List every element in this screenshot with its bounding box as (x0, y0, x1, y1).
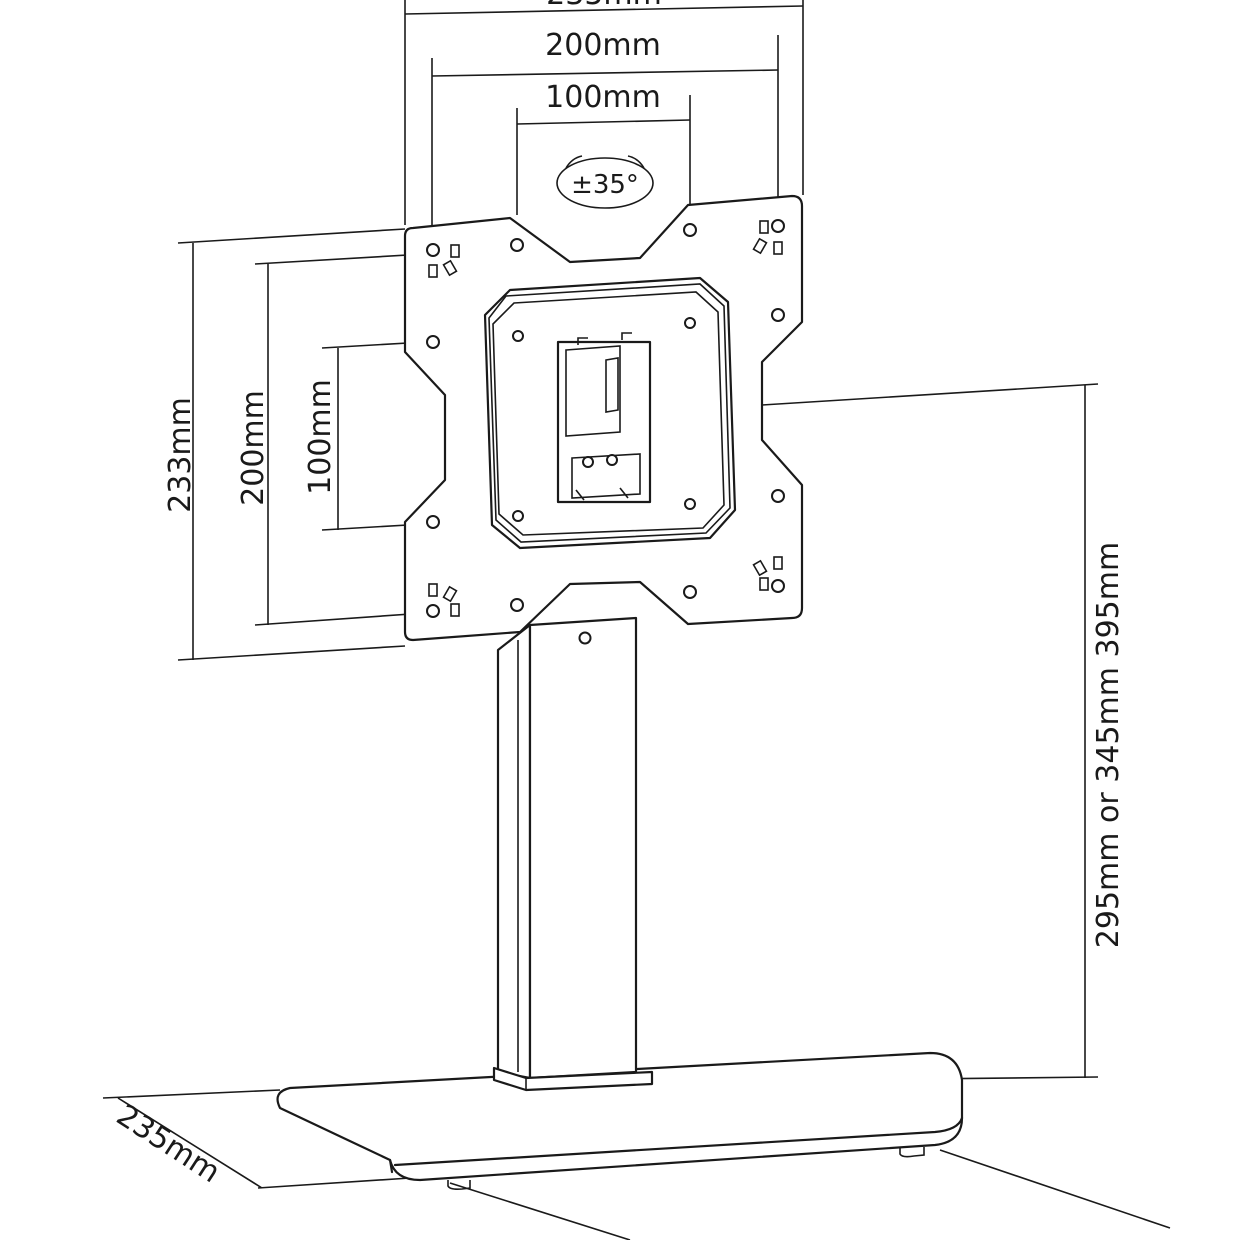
height-200-label: 200mm (236, 390, 271, 506)
top-dimensions (404, 0, 804, 228)
left-dimensions (177, 228, 426, 661)
base-plate (276, 1051, 964, 1190)
base-depth-label: 235mm (110, 1098, 226, 1190)
width-100-label: 100mm (545, 80, 661, 115)
base-dimension (102, 1089, 1171, 1240)
stand-height-label: 295mm or 345mm 395mm (1091, 542, 1126, 948)
vesa-hole (426, 243, 440, 257)
top-partial-label: 235mm (546, 0, 662, 12)
height-100-label: 100mm (303, 379, 338, 495)
height-233-label: 233mm (163, 397, 198, 513)
rotation-badge: ±35° (556, 155, 654, 209)
width-200-label: 200mm (545, 28, 661, 63)
vesa-plate (403, 194, 804, 642)
rotation-label: ±35° (571, 170, 639, 200)
column (492, 616, 654, 1092)
